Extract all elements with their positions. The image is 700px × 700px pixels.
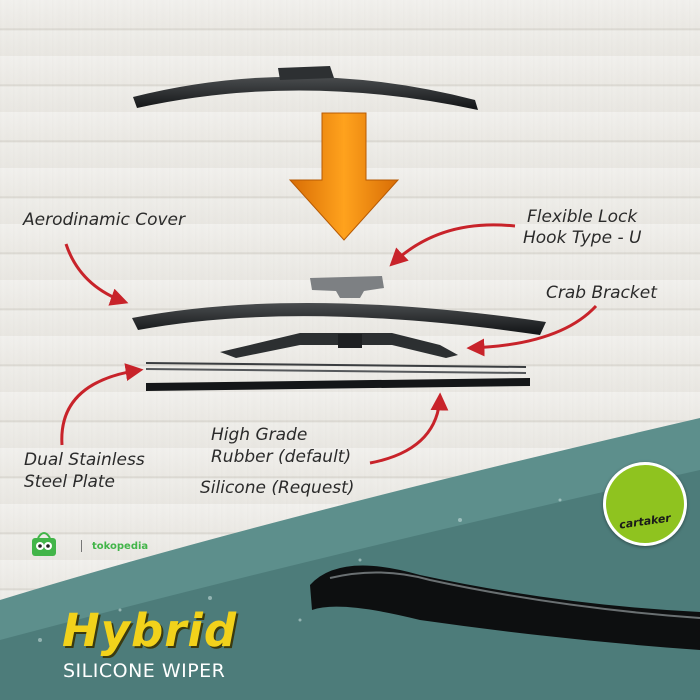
callout-arrow-steel [60, 363, 144, 446]
brand-name: cartaker [618, 511, 672, 532]
label-aerodynamic-cover: Aerodinamic Cover [23, 210, 185, 230]
down-arrow-icon [288, 112, 400, 241]
owl-shopping-bag-icon [32, 532, 56, 556]
shop-name: tokopedia [92, 541, 149, 552]
wiper-closeup-highlight [329, 571, 700, 619]
brand-badge: cartaker [603, 462, 687, 546]
flexible-lock-part [310, 276, 384, 298]
callout-arrow-crab [466, 304, 598, 357]
callout-arrow-aero [64, 243, 129, 306]
label-steel-plate: Steel Plate [24, 472, 116, 492]
banner-title: Hybrid [62, 604, 238, 657]
label-hook-type: Hook Type - U [523, 228, 642, 248]
callout-arrow-lock [389, 223, 516, 267]
label-silicone-request: Silicone (Request) [200, 478, 355, 498]
label-high-grade: High Grade [211, 425, 308, 445]
shop-separator [81, 540, 82, 552]
wiper-center-clip [278, 66, 334, 80]
callout-arrow-rubber [369, 392, 449, 465]
assembled-wiper-blade [133, 76, 478, 110]
steel-plate-upper [145, 362, 527, 368]
crab-bracket-part [220, 333, 458, 358]
label-dual-stainless: Dual Stainless [24, 450, 145, 470]
rubber-strip-part [146, 378, 530, 391]
aerodynamic-cover-part [132, 302, 546, 335]
bracket-hook [338, 334, 362, 348]
steel-plate-lower [145, 368, 527, 374]
label-flexible-lock: Flexible Lock [527, 207, 638, 227]
banner-subtitle: SILICONE WIPER [63, 660, 226, 682]
label-rubber-default: Rubber (default) [211, 447, 352, 467]
wiper-closeup [310, 565, 700, 650]
label-crab-bracket: Crab Bracket [546, 283, 657, 303]
